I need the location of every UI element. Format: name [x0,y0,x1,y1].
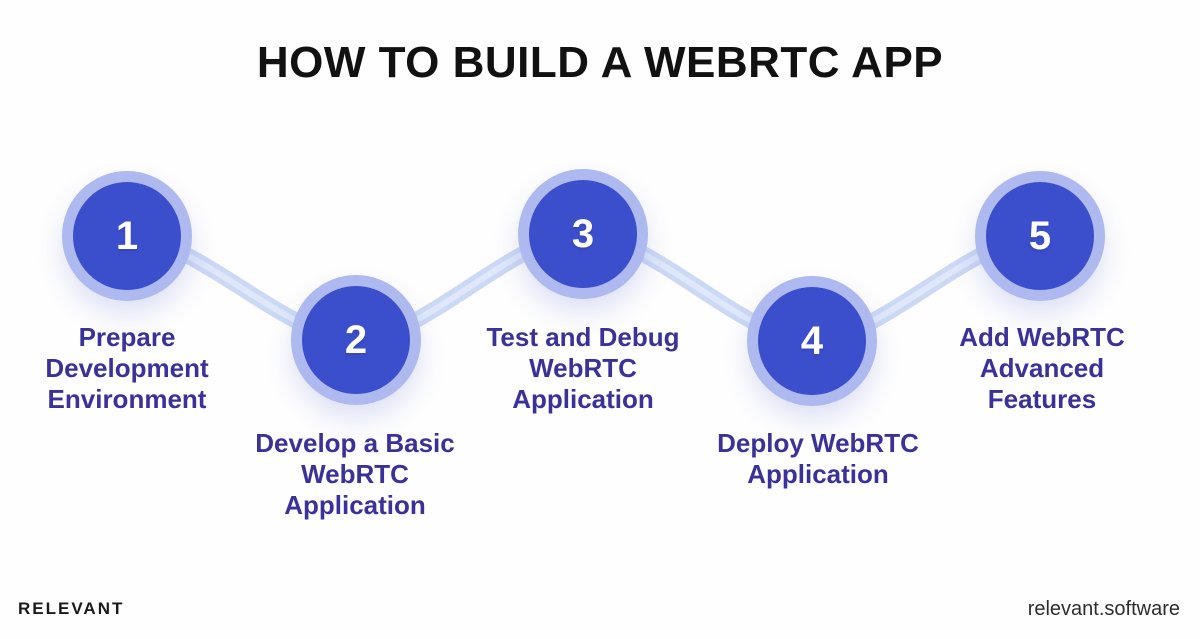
step-label-2: Develop a Basic WebRTC Application [255,428,455,521]
step-number: 3 [571,211,595,256]
step-label-1: Prepare Development Environment [45,322,209,415]
step-circle-4: 4 [747,276,877,406]
step-circle-1: 1 [62,171,192,301]
website-url: relevant.software [1027,598,1180,620]
step-circle-3: 3 [518,169,648,299]
step-number: 4 [800,318,824,363]
step-number: 2 [344,317,368,362]
step-circle-2: 2 [291,275,421,405]
step-label-3: Test and Debug WebRTC Application [486,322,680,415]
step-number: 5 [1028,213,1052,258]
relevant-logo: RELEVANT [18,599,125,618]
step-label-4: Deploy WebRTC Application [717,428,919,490]
step-label-5: Add WebRTC Advanced Features [959,322,1125,415]
page-title: HOW TO BUILD A WEBRTC APP [256,38,944,87]
step-number: 1 [115,213,139,258]
step-circle-5: 5 [975,171,1105,301]
